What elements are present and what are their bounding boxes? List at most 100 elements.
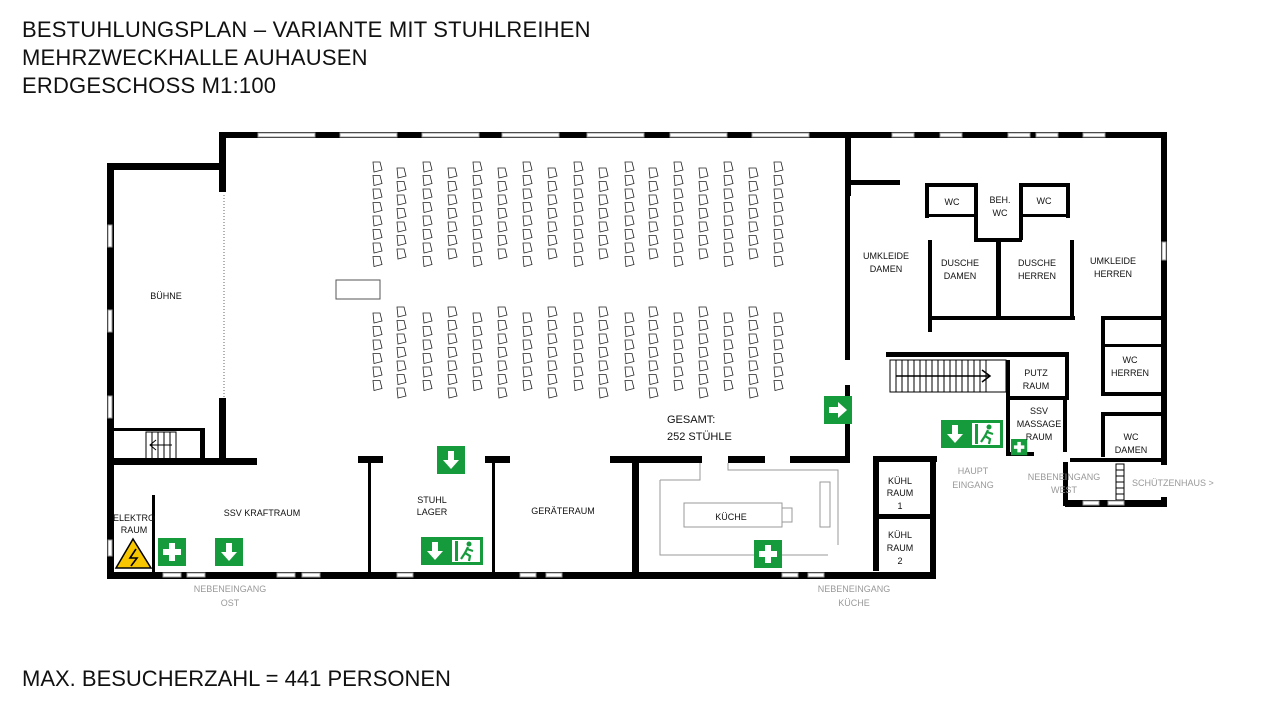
room-label-elektro: RAUM	[121, 525, 148, 535]
chair	[472, 188, 483, 200]
windows	[107, 132, 1167, 578]
chair	[472, 175, 483, 186]
chair	[573, 229, 584, 240]
chair	[673, 339, 684, 351]
chair	[748, 347, 759, 358]
chair	[422, 188, 433, 200]
chair	[396, 347, 407, 358]
exit-right-icon	[824, 396, 852, 424]
chair	[472, 202, 483, 213]
chair	[698, 221, 709, 233]
chair	[472, 229, 483, 240]
chair	[447, 333, 458, 345]
chair	[472, 326, 483, 337]
chair	[522, 366, 533, 378]
chair	[598, 333, 609, 345]
entrance-label-ost: NEBENEINGANG	[194, 584, 267, 594]
chair	[648, 306, 659, 318]
plan-floor-scale: ERDGESCHOSS M1:100	[22, 73, 277, 98]
chair	[598, 306, 609, 318]
room-label-dusche-damen: DUSCHE	[941, 258, 979, 268]
chair	[648, 387, 659, 399]
chair	[748, 167, 759, 179]
chair	[497, 248, 508, 260]
chair	[422, 242, 433, 254]
chair	[372, 188, 383, 200]
chair	[673, 215, 684, 227]
chair	[472, 380, 483, 391]
chair	[447, 221, 458, 233]
chair	[648, 320, 659, 331]
chair	[522, 380, 533, 391]
chair	[598, 181, 609, 192]
room-label-kuehlraum-1: KÜHL	[888, 476, 912, 486]
chair	[522, 339, 533, 351]
chair	[723, 215, 734, 227]
chair	[447, 387, 458, 399]
room-label-kraftraum: SSV KRAFTRAUM	[224, 508, 301, 518]
room-label-wc-herren: HERREN	[1111, 368, 1149, 378]
plan-title: BESTUHLUNGSPLAN – VARIANTE MIT STUHLREIH…	[22, 17, 591, 42]
room-label-wc-herren: WC	[1123, 355, 1138, 365]
chair	[547, 387, 558, 399]
chair	[648, 360, 659, 372]
chair	[396, 248, 407, 260]
chair	[522, 353, 533, 364]
chair	[648, 221, 659, 233]
room-label-elektro: ELEKTRO	[113, 513, 155, 523]
main-staircase	[889, 359, 1007, 393]
room-label-wc-damen: WC	[1124, 432, 1139, 442]
chair	[673, 188, 684, 200]
chair	[748, 306, 759, 318]
room-label-wc-damen: DAMEN	[1115, 445, 1148, 455]
chair	[573, 366, 584, 378]
chair	[372, 161, 383, 173]
chair	[573, 202, 584, 213]
stage-stairs	[145, 431, 177, 461]
chair	[472, 339, 483, 351]
chair	[522, 175, 533, 186]
chair	[447, 235, 458, 246]
chair	[673, 326, 684, 337]
chair	[372, 229, 383, 240]
exit-arrow-down-icon	[215, 538, 243, 566]
room-label-dusche-herren: DUSCHE	[1018, 258, 1056, 268]
chair	[422, 366, 433, 378]
chair	[624, 353, 635, 364]
room-label-kuehlraum-2: KÜHL	[888, 530, 912, 540]
chair	[748, 181, 759, 192]
safety-signs	[114, 396, 1028, 569]
chair	[648, 347, 659, 358]
chair	[624, 188, 635, 200]
chair	[748, 333, 759, 345]
chair	[624, 312, 635, 324]
chair	[698, 306, 709, 318]
chair	[773, 175, 784, 186]
chair	[673, 161, 684, 173]
chair	[624, 256, 635, 267]
chair	[573, 380, 584, 391]
entrance-label-schuetzenhaus: SCHÜTZENHAUS >	[1132, 478, 1214, 488]
chair	[522, 312, 533, 324]
chair	[673, 175, 684, 186]
chair	[723, 339, 734, 351]
chair	[624, 161, 635, 173]
chair	[547, 235, 558, 246]
chair	[396, 167, 407, 179]
chair	[773, 339, 784, 351]
west-entrance-stair	[1115, 463, 1125, 501]
room-label-massageraum: RAUM	[1026, 432, 1053, 442]
chair	[573, 175, 584, 186]
chair	[422, 353, 433, 364]
chair	[624, 366, 635, 378]
entrance-label-kueche: NEBENEINGANG	[818, 584, 891, 594]
entrance-label-haupt: EINGANG	[952, 480, 994, 490]
chair	[447, 208, 458, 219]
chair	[372, 242, 383, 254]
chair	[497, 306, 508, 318]
chair	[497, 360, 508, 372]
chair	[372, 312, 383, 324]
chair	[598, 167, 609, 179]
chair	[497, 181, 508, 192]
chair	[723, 353, 734, 364]
